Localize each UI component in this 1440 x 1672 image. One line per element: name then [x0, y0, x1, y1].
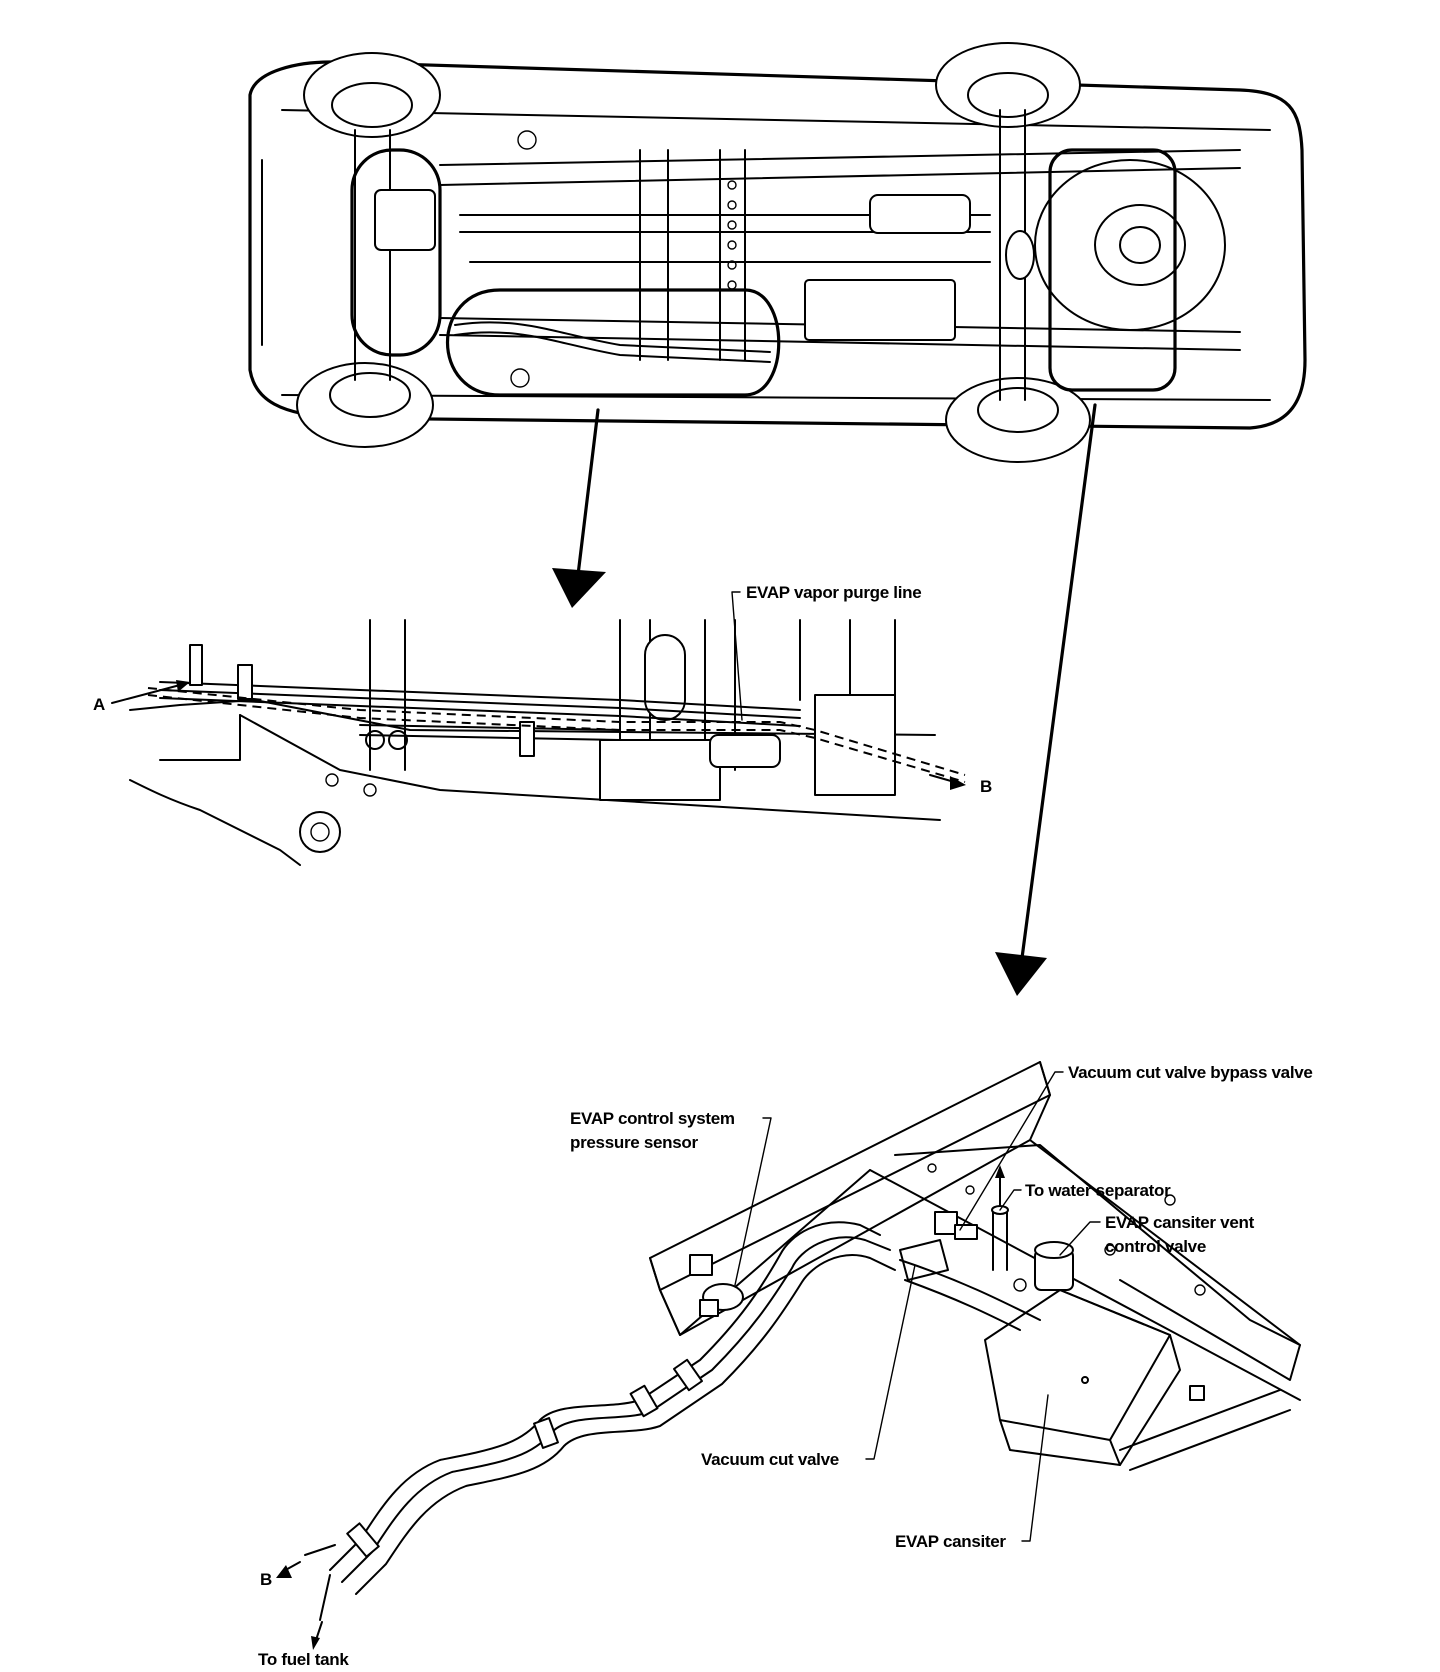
label-vent-control-valve-line2: control valve [1105, 1237, 1206, 1256]
label-pressure-sensor-line2: pressure sensor [570, 1133, 698, 1152]
evap-tube-bundle [329, 1221, 881, 1571]
callout-arrow-purge-line [552, 408, 606, 608]
callout-arrow-canister [995, 403, 1097, 996]
vehicle-underbody-view [248, 42, 1307, 463]
label-vacuum-cut-valve: Vacuum cut valve [701, 1450, 839, 1469]
label-to-fuel-tank: To fuel tank [258, 1650, 349, 1669]
label-evap-vapor-purge-line: EVAP vapor purge line [746, 583, 921, 602]
highlight-canister-area [1048, 148, 1177, 392]
crossmember-holes [727, 180, 737, 290]
label-pressure-sensor-line1: EVAP control system [570, 1109, 735, 1128]
label-point-b-bottom: B [260, 1570, 272, 1589]
label-vacuum-cut-valve-bypass-valve: Vacuum cut valve bypass valve [1068, 1063, 1313, 1082]
canister-detail-view [276, 1061, 1301, 1650]
label-vent-control-valve-line1: EVAP cansiter vent [1105, 1213, 1255, 1232]
label-evap-canister: EVAP cansiter [895, 1532, 1006, 1551]
purge-line-route [147, 687, 966, 776]
highlight-rear-axle [350, 148, 442, 357]
label-point-b-mid: B [980, 777, 992, 796]
label-point-a: A [93, 695, 105, 714]
label-to-water-separator: To water separator [1025, 1181, 1171, 1200]
highlight-purge-line-area [445, 288, 781, 397]
purge-line-detail-view [111, 591, 966, 866]
